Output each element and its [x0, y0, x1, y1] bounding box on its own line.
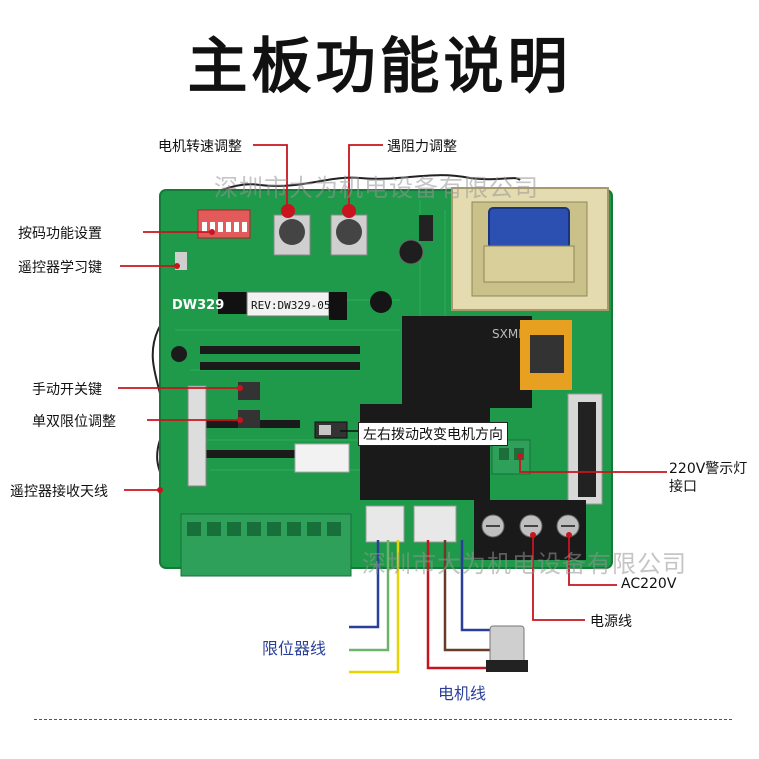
white-connector — [294, 443, 350, 473]
label-warning-light-1: 220V警示灯 — [669, 461, 748, 477]
motor-wire-brown — [443, 540, 490, 652]
page-title: 主板功能说明 — [187, 32, 572, 102]
watermark-bottom: 深圳市大为机电设备有限公司 — [362, 550, 687, 578]
limit-jumper — [238, 410, 260, 428]
limit-connector — [365, 505, 405, 543]
label-limit-wire: 限位器线 — [262, 639, 327, 658]
motor-connector — [413, 505, 457, 543]
label-manual-switch: 手动开关键 — [32, 382, 102, 398]
label-power-line: 电源线 — [590, 614, 632, 630]
manual-switch — [238, 382, 260, 400]
motor-wire-red — [426, 540, 490, 670]
label-dip-switch: 按码功能设置 — [18, 226, 102, 242]
limit-wire-green — [349, 540, 390, 652]
ic-chip — [218, 292, 254, 314]
label-motor-wire: 电机线 — [438, 684, 487, 703]
transformer-coil — [488, 207, 570, 249]
model-label: DW329 — [172, 298, 224, 313]
terminal-block — [180, 513, 352, 577]
label-ac220v: AC220V — [621, 576, 677, 592]
label-warning-light-2: 接口 — [669, 479, 697, 495]
rev-sticker — [246, 291, 330, 317]
capacitor — [398, 239, 424, 265]
motor-capacitor — [486, 625, 528, 672]
relay-bottom — [360, 404, 490, 500]
label-direction-switch: 左右拨动改变电机方向 — [358, 422, 508, 446]
callout-lines — [118, 144, 667, 621]
buzzer — [370, 291, 392, 313]
rev-label: REV:DW329-05 — [251, 299, 330, 312]
power-terminal — [474, 500, 586, 560]
knob-torque — [330, 204, 368, 256]
label-obstruction: 遇阻力调整 — [387, 139, 457, 155]
limit-wire-yellow — [349, 540, 400, 674]
dashed-divider — [34, 719, 732, 720]
relay-brand: SXMD — [492, 327, 527, 341]
label-limit-adjust: 单双限位调整 — [32, 414, 116, 430]
callout-dots — [157, 229, 572, 538]
label-learn-key: 遥控器学习键 — [18, 260, 102, 276]
label-antenna: 遥控器接收天线 — [10, 484, 108, 500]
knob-speed — [273, 204, 311, 256]
limit-wire-blue — [349, 540, 380, 629]
relay-top — [402, 316, 532, 408]
watermark-top: 深圳市大为机电设备有限公司 — [214, 174, 539, 202]
receiver-module — [187, 385, 207, 487]
motor-wire-blue — [460, 540, 490, 632]
label-motor-speed: 电机转速调整 — [158, 139, 242, 155]
